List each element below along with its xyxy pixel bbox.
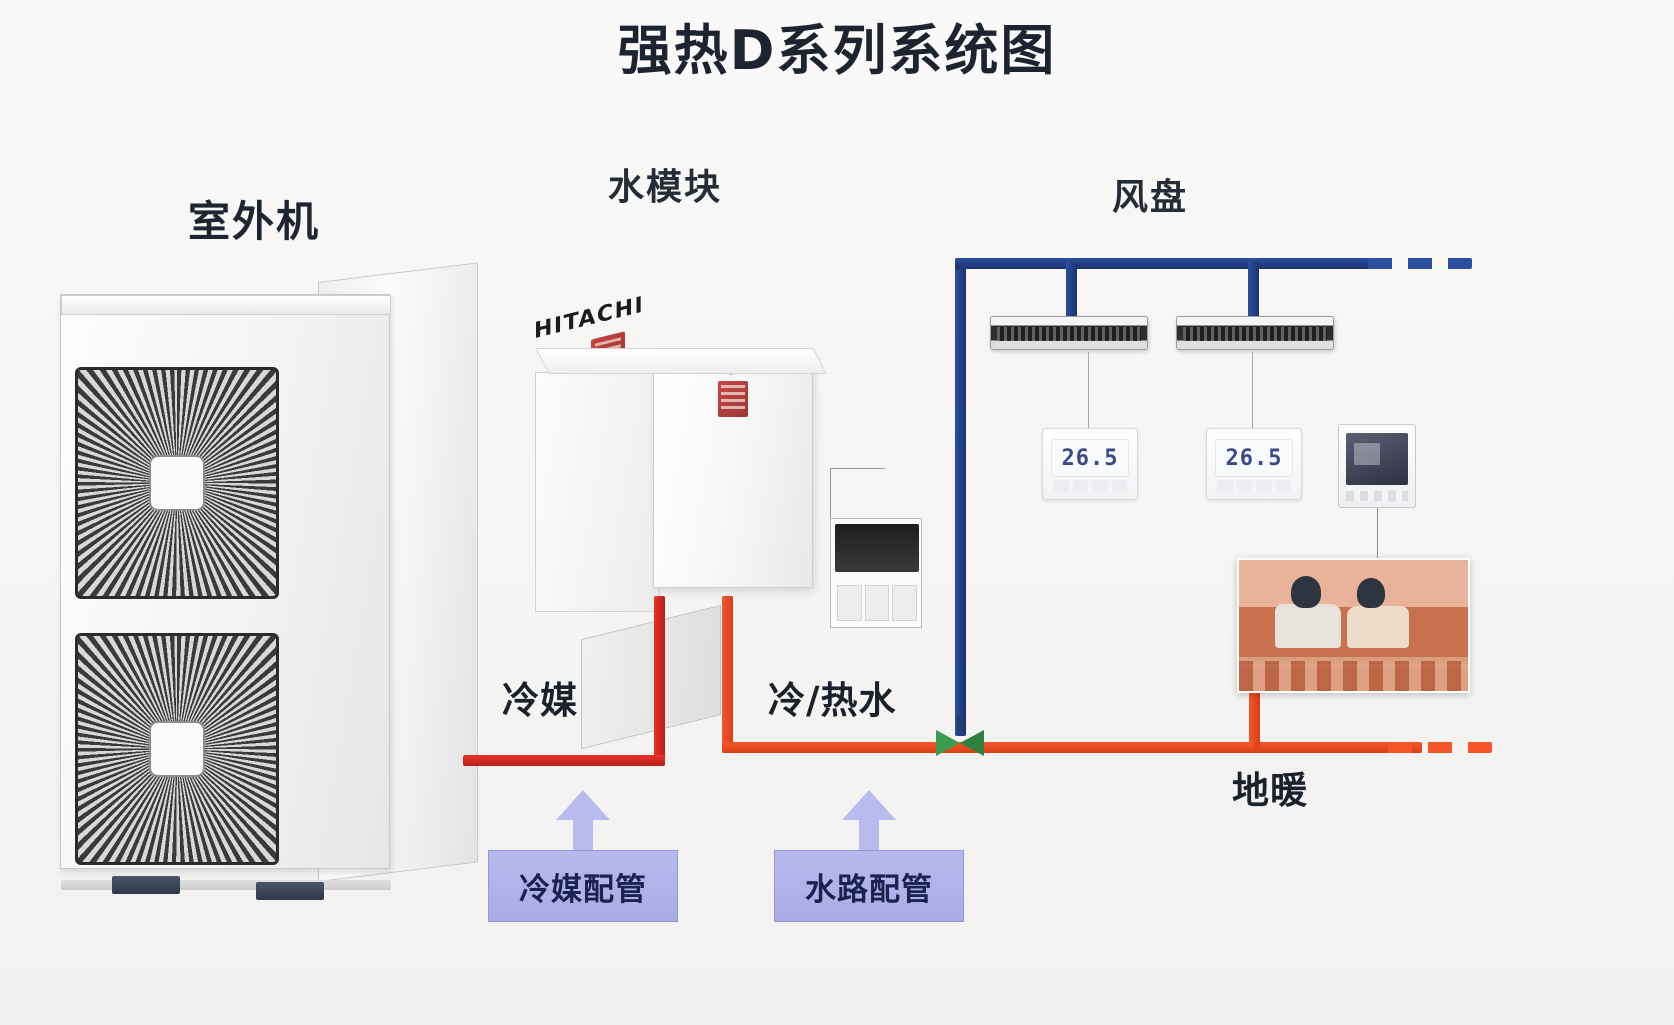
outdoor-unit-foot [112,876,180,894]
arrow-head [556,790,610,820]
outdoor-unit-base [61,880,391,890]
controller-button[interactable] [837,585,862,621]
return-pipe-horizontal [955,258,1370,269]
thermostat-button-row[interactable] [1217,480,1291,492]
valve-triangle-left [936,730,960,756]
water-module-top-cover [535,348,827,374]
valve-stem [957,714,963,732]
water-pipe-horizontal-main [722,742,1422,753]
thermostat-button[interactable] [1256,480,1272,492]
fan-coil-unit-icon [990,316,1148,350]
thermostat-button[interactable] [1072,480,1088,492]
outdoor-unit-brand-label: HITACHI [534,292,645,345]
arrow-shaft [859,814,879,852]
section-label-outdoor-unit: 室外机 [188,197,321,246]
outdoor-unit-service-panel [581,604,721,750]
floor-heating-pipe-coils [1239,661,1468,691]
water-controller-box[interactable] [830,518,922,628]
controller-wire-horizontal [830,468,885,469]
arrow-up-icon [556,790,610,852]
outdoor-unit-top-cover [61,295,391,315]
thermostat-icon[interactable]: 26.5 [1206,428,1302,500]
controller-screen [835,524,919,572]
floor-heating-controller-wire [1377,508,1378,560]
section-label-fan-coil: 风盘 [1112,177,1189,218]
thermostat-button[interactable] [1111,480,1127,492]
thermostat-wire [1252,352,1253,428]
thermostat-button[interactable] [1275,480,1291,492]
worker-torso [1275,604,1341,648]
fan-coil-unit-icon [1176,316,1334,350]
legend-water-piping: 水路配管 [774,850,964,922]
water-pipe-vertical-module [722,596,733,748]
legend-label: 冷媒配管 [519,871,647,908]
thermostat-wire [1088,352,1089,428]
pipe-label-refrigerant: 冷媒 [502,679,578,722]
water-pipe-dashed-continuation [1388,742,1492,753]
floor-heating-branch-pipe [1249,690,1260,748]
legend-refrigerant-piping: 冷媒配管 [488,850,678,922]
arrow-up-icon [842,790,896,852]
outdoor-unit: HITACHI [60,262,721,902]
worker-head [1291,576,1321,608]
outdoor-unit-foot [256,882,324,900]
pipe-label-water: 冷/热水 [768,679,897,722]
three-way-valve-icon [936,714,984,760]
fan-coil-drop-pipe [1248,262,1259,324]
section-label-water-module: 水模块 [608,167,723,208]
thermostat-button[interactable] [1092,480,1108,492]
water-module-body: HITACHI [653,348,813,588]
pipe-label-floor-heating: 地暖 [1232,769,1308,812]
water-module: HITACHI [535,348,827,616]
arrow-shaft [573,814,593,852]
water-module-front-panel [535,372,660,612]
thermostat-button[interactable] [1053,480,1069,492]
controller-button[interactable] [892,585,917,621]
controller-button[interactable] [864,585,890,621]
fan-grille-icon [75,633,279,865]
floor-heating-controller-icon[interactable] [1338,424,1416,508]
thermostat-icon[interactable]: 26.5 [1042,428,1138,500]
hitachi-logo-icon [718,381,748,417]
thermostat-button[interactable] [1217,480,1233,492]
floor-heating-controller-buttons[interactable] [1346,491,1408,501]
outdoor-unit-body [60,294,391,890]
floor-heating-controller-display [1346,433,1408,485]
legend-label: 水路配管 [805,871,933,908]
controller-wire-vertical [830,468,831,520]
thermostat-button-row[interactable] [1053,480,1127,492]
worker-torso [1347,606,1409,648]
page-title: 强热D系列系统图 [617,19,1057,82]
return-pipe-vertical [955,258,966,736]
refrigerant-pipe-vertical [654,596,665,760]
refrigerant-pipe-horizontal [463,755,665,766]
fan-coil-drop-pipe [1066,262,1077,324]
thermostat-display: 26.5 [1051,439,1129,477]
controller-button-row[interactable] [837,585,917,621]
worker-head [1357,578,1385,608]
valve-triangle-right [960,730,984,756]
arrow-head [842,790,896,820]
return-pipe-dashed-continuation [1368,258,1472,269]
floor-heating-photo-icon [1237,558,1470,693]
thermostat-display: 26.5 [1215,439,1293,477]
thermostat-button[interactable] [1236,480,1252,492]
fan-grille-icon [75,367,279,599]
